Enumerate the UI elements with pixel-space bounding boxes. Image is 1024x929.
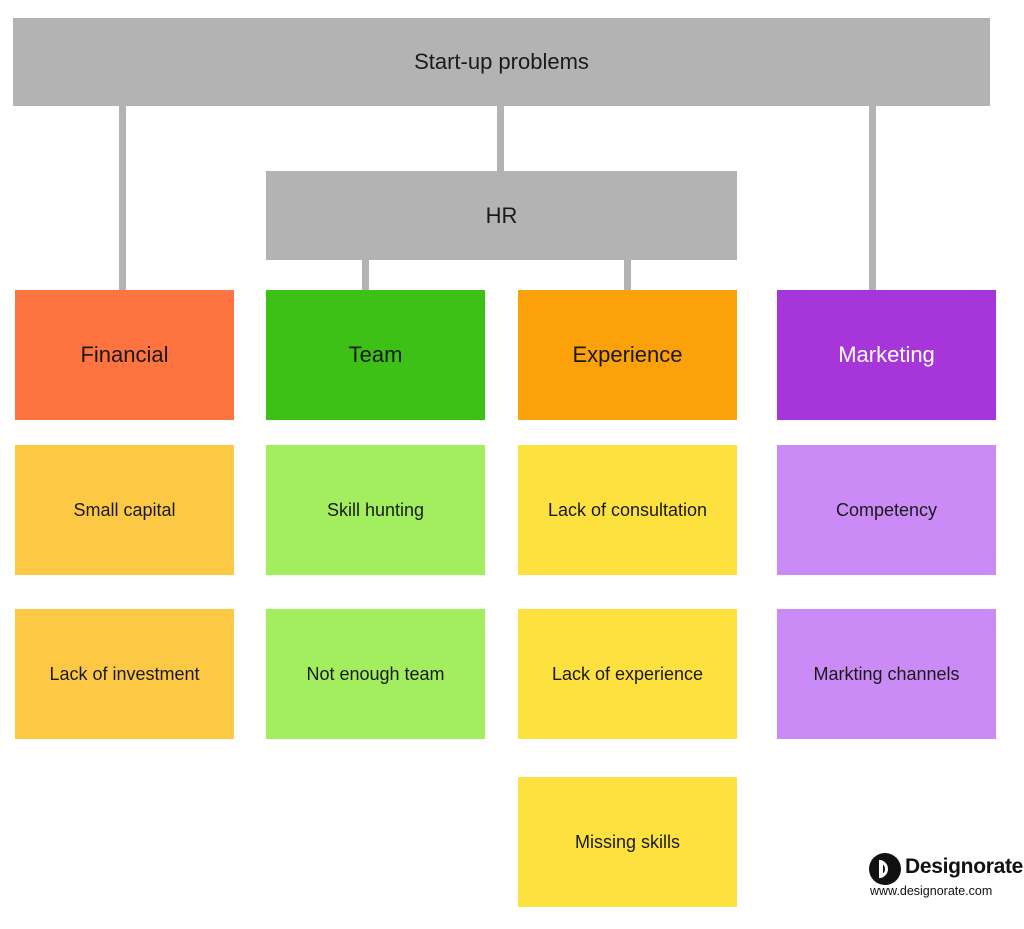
category-team: Team xyxy=(266,290,485,420)
item-markting-channels: Markting channels xyxy=(777,609,996,739)
connector-root-marketing xyxy=(869,106,876,290)
designorate-d-icon xyxy=(869,853,901,885)
connector-root-hr xyxy=(497,106,504,171)
item-lack-of-experience: Lack of experience xyxy=(518,609,737,739)
root-node: Start-up problems xyxy=(13,18,990,106)
item-missing-skills: Missing skills xyxy=(518,777,737,907)
logo-name: Designorate xyxy=(905,855,1024,878)
item-competency: Competency xyxy=(777,445,996,575)
hr-node: HR xyxy=(266,171,737,260)
connector-root-financial xyxy=(119,106,126,290)
category-marketing: Marketing xyxy=(777,290,996,420)
category-experience: Experience xyxy=(518,290,737,420)
item-lack-of-consultation: Lack of consultation xyxy=(518,445,737,575)
item-not-enough-team: Not enough team xyxy=(266,609,485,739)
designorate-logo: Designorate www.designorate.com xyxy=(869,851,1023,901)
item-small-capital: Small capital xyxy=(15,445,234,575)
connector-hr-experience xyxy=(624,260,631,290)
item-lack-of-investment: Lack of investment xyxy=(15,609,234,739)
category-financial: Financial xyxy=(15,290,234,420)
logo-url: www.designorate.com xyxy=(870,884,993,898)
item-skill-hunting: Skill hunting xyxy=(266,445,485,575)
connector-hr-team xyxy=(362,260,369,290)
